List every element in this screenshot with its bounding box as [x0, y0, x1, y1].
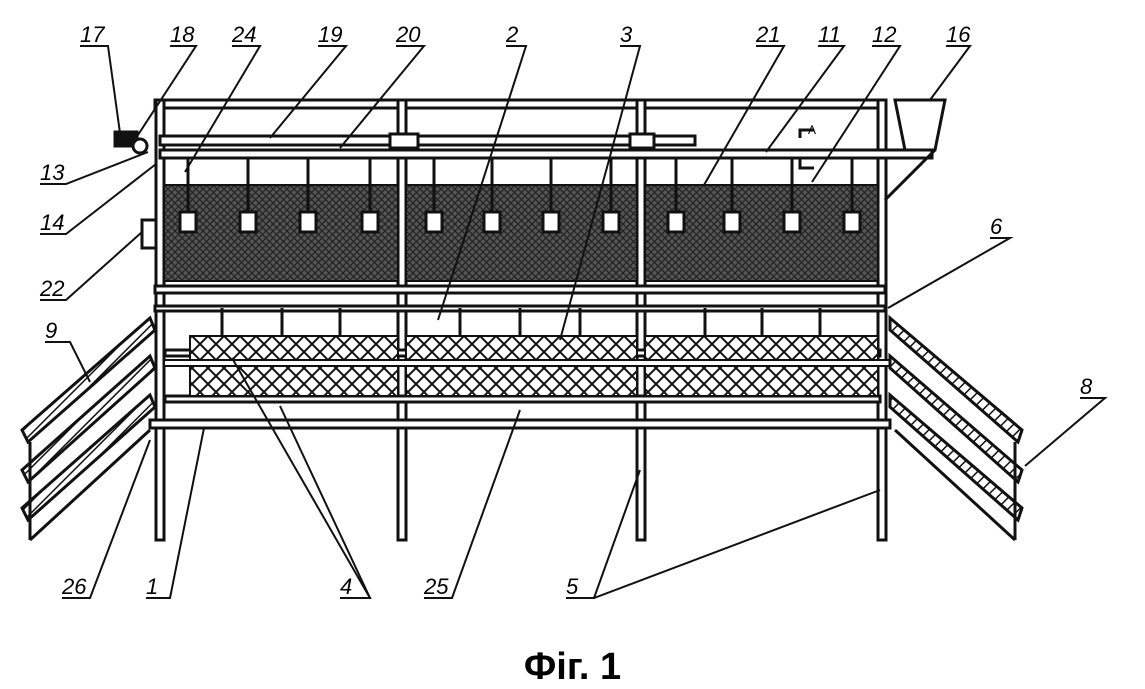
callout-labels: 17 18 24 19 20 2 3 21 11 12 16 13 14 22 …: [39, 22, 1093, 599]
callout-6: 6: [990, 214, 1003, 239]
callout-2: 2: [505, 22, 518, 47]
technical-drawing: A 17 18 24 19 20 2 3 21: [20, 22, 1108, 599]
callout-3: 3: [620, 22, 633, 47]
callout-24: 24: [231, 22, 256, 47]
section-mark-label: A: [808, 123, 816, 137]
control-box: [140, 218, 158, 250]
drinkers: [178, 158, 862, 234]
callout-16: 16: [946, 22, 971, 47]
figure-caption: Фіг. 1: [523, 646, 622, 688]
callout-17: 17: [80, 22, 105, 47]
callout-14: 14: [40, 210, 64, 235]
callout-12: 12: [872, 22, 896, 47]
callout-5: 5: [566, 574, 579, 599]
callout-11: 11: [818, 22, 841, 47]
callout-18: 18: [170, 22, 195, 47]
pipe-line: [113, 130, 934, 160]
legs: [154, 426, 888, 542]
callout-22: 22: [39, 276, 64, 301]
section-mark: A: [798, 123, 816, 170]
mesh-panel-top: [163, 184, 879, 282]
left-ramp: [20, 315, 157, 542]
callout-13: 13: [40, 160, 65, 185]
right-ramp: [888, 314, 1024, 542]
leader-lines: [40, 45, 1108, 599]
callout-25: 25: [423, 574, 449, 599]
callout-4: 4: [340, 574, 352, 599]
lattice-panel-lower: [163, 335, 895, 397]
hopper: [883, 98, 947, 202]
callout-9: 9: [45, 318, 57, 343]
callout-19: 19: [318, 22, 342, 47]
callout-20: 20: [395, 22, 421, 47]
callout-1: 1: [146, 574, 158, 599]
callout-26: 26: [61, 574, 87, 599]
callout-21: 21: [755, 22, 780, 47]
callout-8: 8: [1080, 374, 1093, 399]
feeder-partitions: [220, 308, 822, 338]
